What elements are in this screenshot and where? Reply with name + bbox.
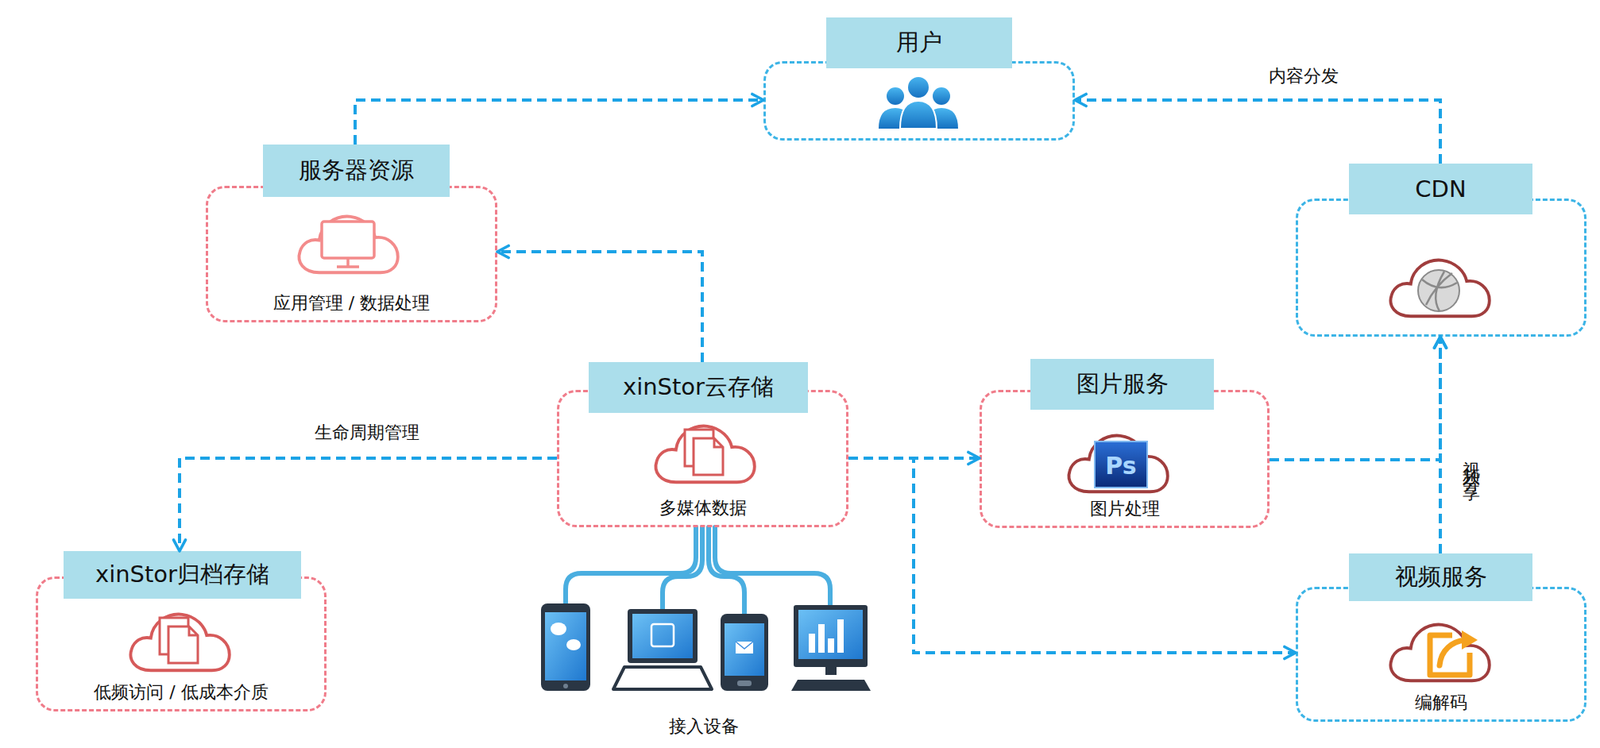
device-caption: 接入设备 xyxy=(668,714,739,739)
dashed-connector xyxy=(1074,100,1441,164)
share-arrow xyxy=(1439,640,1465,666)
dashed-connector xyxy=(179,458,557,552)
dashed-connector xyxy=(848,456,980,460)
node-title-tab: 用户 xyxy=(826,17,1013,69)
chat-bubble xyxy=(566,639,581,651)
monitor-stand xyxy=(346,258,350,267)
phone-button xyxy=(737,680,752,687)
cloud-icon xyxy=(1068,436,1168,493)
node-body-text: 多媒体数据 xyxy=(559,498,847,519)
node-title-tab: 视频服务 xyxy=(1348,553,1533,602)
phone-icon xyxy=(720,614,769,692)
monitor-icon xyxy=(321,221,375,259)
monitor-base xyxy=(336,265,360,269)
phone-screen xyxy=(724,623,765,677)
dashed-connector xyxy=(848,458,1296,654)
cloud-icon xyxy=(298,216,398,274)
storage-box: xinStor云存储多媒体数据 xyxy=(556,390,849,528)
connector-group xyxy=(179,100,1441,654)
dashed-connector xyxy=(497,251,703,363)
cloud-icon xyxy=(130,614,229,672)
envelope-glyph xyxy=(735,641,754,654)
chart-bar xyxy=(818,624,825,654)
globe-icon xyxy=(1418,270,1460,312)
user-box: 用户 xyxy=(763,61,1075,141)
app-logo-text: Ps xyxy=(1105,452,1137,480)
node-body-text: 图片处理 xyxy=(981,498,1268,520)
node-title-tab: xinStor云存储 xyxy=(588,362,808,414)
service-box: 视频服务编解码 xyxy=(1295,587,1587,723)
chart-bar xyxy=(827,638,835,654)
globe-lines xyxy=(1422,271,1458,312)
laptop-icon xyxy=(627,609,698,664)
device-wire xyxy=(662,527,703,610)
node-title-tab: 图片服务 xyxy=(1030,359,1214,410)
node-title-tab: 服务器资源 xyxy=(262,144,450,198)
node-title-tab: xinStor归档存储 xyxy=(63,551,302,600)
node-title-tab: CDN xyxy=(1348,163,1533,215)
server-box: 服务器资源应用管理 / 数据处理 xyxy=(205,185,498,323)
cloud-icon xyxy=(1390,625,1489,682)
connector-label: 生命周期管理 xyxy=(314,422,420,444)
device-wire xyxy=(565,527,696,604)
chat-bubble xyxy=(550,622,567,636)
laptop-screen xyxy=(632,614,693,659)
archive-box: xinStor归档存储低频访问 / 低成本介质 xyxy=(35,576,327,712)
node-body-text: 应用管理 / 数据处理 xyxy=(208,293,495,314)
person-head xyxy=(886,87,905,105)
photoshop-tile xyxy=(1094,441,1148,488)
laptop-base xyxy=(613,667,712,690)
envelope-flap xyxy=(735,641,754,650)
desktop-icon xyxy=(793,605,868,668)
share-arrowhead xyxy=(1461,630,1478,650)
tablet-button xyxy=(563,684,569,689)
users-icon xyxy=(878,76,959,129)
connector-label: 视频分享 xyxy=(1460,447,1482,476)
tablet-screen xyxy=(544,612,587,681)
desktop-screen xyxy=(798,610,863,660)
person-body xyxy=(900,100,937,129)
document-icon xyxy=(693,438,723,476)
device-wires xyxy=(565,527,831,615)
node-body-text: 低频访问 / 低成本介质 xyxy=(38,682,325,704)
dashed-connector xyxy=(1438,336,1442,554)
cdn-box: CDN xyxy=(1295,198,1587,337)
cloud-icon xyxy=(655,426,754,484)
document-icon xyxy=(168,626,198,664)
cloud-icon xyxy=(1390,260,1489,317)
tablet-icon xyxy=(541,603,591,692)
screen-glyph xyxy=(651,624,674,647)
node-body-text: 编解码 xyxy=(1298,692,1585,714)
device-wire xyxy=(714,527,831,606)
connector-label: 内容分发 xyxy=(1268,65,1339,87)
desktop-stand xyxy=(825,667,837,676)
person-head xyxy=(907,76,930,99)
keyboard xyxy=(791,680,871,692)
person-head xyxy=(932,87,951,105)
dashed-connector xyxy=(355,100,764,145)
chart-bar xyxy=(808,633,816,654)
chart-bar xyxy=(837,619,844,654)
dashed-connector xyxy=(1269,336,1441,460)
